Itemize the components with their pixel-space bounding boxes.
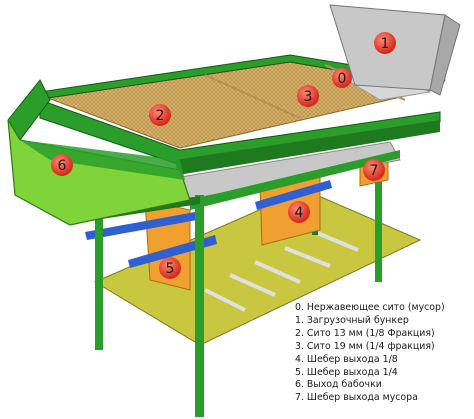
legend-item-6: 6. Выход бабочки — [295, 379, 382, 391]
marker-6: 6 — [51, 154, 73, 176]
marker-4: 4 — [288, 201, 310, 223]
marker-6-dot — [51, 154, 73, 176]
marker-2-label: 2 — [156, 108, 165, 124]
rear-leg-right — [375, 152, 382, 282]
marker-1: 1 — [374, 32, 396, 54]
marker-6-label: 6 — [58, 158, 67, 174]
blue-rod-upper — [85, 212, 197, 240]
marker-1-label: 1 — [381, 36, 390, 52]
marker-0-label: 0 — [338, 71, 347, 87]
legend-item-1: 1. Загрузочный бункер — [295, 314, 409, 326]
marker-5: 5 — [159, 257, 181, 279]
lower-beam — [175, 120, 440, 175]
marker-7-label: 7 — [370, 163, 379, 179]
shelf-slats — [204, 230, 359, 312]
sieve-divider-a — [204, 74, 301, 119]
blue-rod-lower — [128, 235, 217, 268]
legend-item-2: 2. Сито 13 мм (1/8 Фракция) — [295, 327, 435, 339]
marker-0: 0 — [332, 68, 352, 88]
outlet-chute-side — [20, 140, 185, 180]
marker-3-dot — [297, 85, 319, 107]
marker-5-dot — [159, 257, 181, 279]
blue-rod-back — [255, 180, 332, 210]
marker-0-dot — [332, 68, 352, 88]
marker-3-label: 3 — [304, 89, 313, 105]
bottom-shelf — [93, 189, 422, 346]
marker-4-dot — [288, 201, 310, 223]
front-rail — [190, 150, 400, 210]
legend-item-5: 5. Шебер выхода 1/4 — [295, 366, 398, 378]
front-leg-left — [95, 210, 103, 350]
marker-3: 3 — [297, 85, 319, 107]
marker-7-dot — [363, 159, 385, 181]
legend-item-7: 7. Шебер выхода мусора — [295, 392, 418, 404]
marker-5-label: 5 — [166, 261, 175, 277]
marker-7: 7 — [363, 159, 385, 181]
marker-1-dot — [374, 32, 396, 54]
legend: 0. Нержавеющее сито (мусор) 1. Загрузочн… — [295, 302, 471, 405]
front-leg-right — [195, 195, 204, 417]
hopper-side — [429, 14, 461, 96]
marker-2: 2 — [149, 104, 171, 126]
legend-item-0: 0. Нержавеющее сито (мусор) — [295, 302, 445, 313]
marker-4-label: 4 — [295, 205, 304, 221]
legend-item-3: 3. Сито 19 мм (1/4 фракция) — [295, 340, 435, 352]
legend-item-4: 4. Шебер выхода 1/8 — [295, 353, 398, 365]
marker-2-dot — [149, 104, 171, 126]
